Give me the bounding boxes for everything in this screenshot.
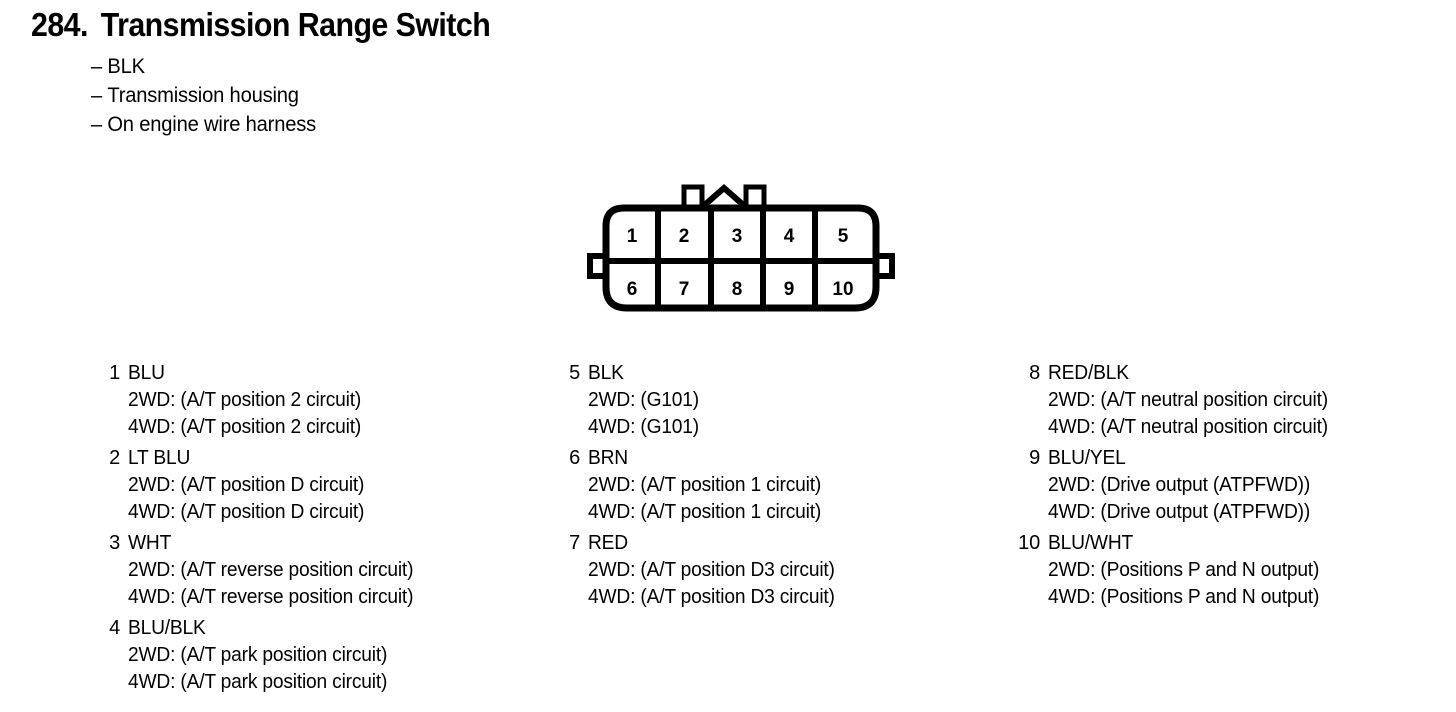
- pin-header: 2 LT BLU: [96, 445, 425, 472]
- connector-pin-5: 5: [838, 226, 849, 247]
- pin-group: 8 RED/BLK 2WD: (A/T neutral position cir…: [1016, 360, 1340, 441]
- component-number: 284.: [31, 6, 88, 43]
- pin-detail-4wd: 4WD: (A/T position D3 circuit): [588, 586, 835, 608]
- pin-wire-color: BLU: [128, 362, 165, 384]
- pin-group: 4 BLU/BLK 2WD: (A/T park position circui…: [96, 615, 425, 696]
- connector-pin-2: 2: [679, 226, 690, 247]
- pin-detail-4wd: 4WD: (A/T park position circuit): [128, 671, 388, 693]
- connector-pin-3: 3: [732, 226, 743, 247]
- pin-wire-color: RED/BLK: [1048, 362, 1129, 384]
- pin-number: 6: [569, 447, 580, 469]
- pin-detail-2wd: 2WD: (A/T position 2 circuit): [128, 389, 362, 411]
- pin-detail-4wd: 4WD: (A/T neutral position circuit): [1048, 416, 1328, 438]
- pin-group: 10 BLU/WHT 2WD: (Positions P and N outpu…: [1016, 530, 1340, 611]
- pin-wire-color: BLU/WHT: [1048, 532, 1134, 554]
- component-title: Transmission Range Switch: [100, 6, 491, 43]
- pin-detail-2wd: 2WD: (A/T position D3 circuit): [588, 559, 835, 581]
- pin-number: 2: [109, 447, 120, 469]
- pin-group: 1 BLU 2WD: (A/T position 2 circuit) 4WD:…: [96, 360, 425, 441]
- pin-number: 4: [109, 617, 120, 639]
- page-header: 284. Transmission Range Switch: [31, 6, 1331, 44]
- dash-icon: –: [91, 55, 103, 78]
- pin-detail-2wd: 2WD: (A/T reverse position circuit): [128, 559, 414, 581]
- pin-wire-color: BLU/BLK: [128, 617, 206, 639]
- pin-header: 4 BLU/BLK: [96, 615, 425, 642]
- pin-wire-color: LT BLU: [128, 447, 191, 469]
- pin-detail-4wd: 4WD: (A/T position 2 circuit): [128, 416, 362, 438]
- page-title: 284. Transmission Range Switch: [31, 6, 1227, 44]
- pin-legend-column-2: 5 BLK 2WD: (G101) 4WD: (G101) 6 BRN 2WD:…: [556, 360, 845, 615]
- attribute-label: BLK: [107, 55, 145, 78]
- pin-header: 6 BRN: [556, 445, 845, 472]
- pin-detail-4wd: 4WD: (A/T position 1 circuit): [588, 501, 822, 523]
- pin-detail-2wd: 2WD: (A/T position D circuit): [128, 474, 365, 496]
- connector-left-tab: [587, 253, 605, 279]
- pin-detail-4wd: 4WD: (Drive output (ATPFWD)): [1048, 501, 1311, 523]
- pin-number: 9: [1029, 447, 1040, 469]
- pin-detail-4wd: 4WD: (A/T reverse position circuit): [128, 586, 414, 608]
- connector-pin-7: 7: [679, 279, 690, 300]
- dash-icon: –: [91, 113, 103, 136]
- pin-group: 3 WHT 2WD: (A/T reverse position circuit…: [96, 530, 425, 611]
- connector-pin-1: 1: [627, 226, 638, 247]
- connector-diagram: 1 2 3 4 5 6 7 8 9 10: [586, 182, 896, 322]
- pin-number: 10: [1018, 532, 1040, 554]
- pin-wire-color: BLU/YEL: [1048, 447, 1126, 469]
- pin-legend-column-3: 8 RED/BLK 2WD: (A/T neutral position cir…: [1016, 360, 1340, 615]
- attribute-label: On engine wire harness: [107, 113, 317, 136]
- pin-number: 8: [1029, 362, 1040, 384]
- connector-right-tab: [877, 253, 895, 279]
- pin-header: 9 BLU/YEL: [1016, 445, 1340, 472]
- pin-number: 7: [569, 532, 580, 554]
- pin-header: 3 WHT: [96, 530, 425, 557]
- pin-number: 1: [109, 362, 120, 384]
- pin-detail-2wd: 2WD: (A/T position 1 circuit): [588, 474, 822, 496]
- component-attribute-list: – BLK – Transmission housing – On engine…: [91, 52, 791, 139]
- pin-group: 5 BLK 2WD: (G101) 4WD: (G101): [556, 360, 845, 441]
- pin-header: 1 BLU: [96, 360, 425, 387]
- connector-pin-10: 10: [832, 279, 853, 300]
- pin-wire-color: RED: [588, 532, 628, 554]
- attribute-row: – BLK: [91, 52, 763, 81]
- connector-pin-9: 9: [784, 279, 795, 300]
- pin-header: 8 RED/BLK: [1016, 360, 1340, 387]
- pin-group: 7 RED 2WD: (A/T position D3 circuit) 4WD…: [556, 530, 845, 611]
- pin-detail-4wd: 4WD: (G101): [588, 416, 699, 438]
- connector-pin-6: 6: [627, 279, 638, 300]
- pin-legend: 1 BLU 2WD: (A/T position 2 circuit) 4WD:…: [0, 360, 1456, 700]
- attribute-row: – On engine wire harness: [91, 110, 763, 139]
- pin-header: 5 BLK: [556, 360, 845, 387]
- pin-group: 2 LT BLU 2WD: (A/T position D circuit) 4…: [96, 445, 425, 526]
- pin-number: 3: [109, 532, 120, 554]
- pin-wire-color: BRN: [588, 447, 628, 469]
- pin-group: 6 BRN 2WD: (A/T position 1 circuit) 4WD:…: [556, 445, 845, 526]
- pin-legend-column-1: 1 BLU 2WD: (A/T position 2 circuit) 4WD:…: [96, 360, 425, 700]
- pin-wire-color: BLK: [588, 362, 624, 384]
- connector-svg: 1 2 3 4 5 6 7 8 9 10: [587, 184, 895, 312]
- dash-icon: –: [91, 84, 103, 107]
- pin-detail-2wd: 2WD: (Positions P and N output): [1048, 559, 1320, 581]
- pin-detail-4wd: 4WD: (Positions P and N output): [1048, 586, 1320, 608]
- connector-pin-8: 8: [732, 279, 743, 300]
- pin-group: 9 BLU/YEL 2WD: (Drive output (ATPFWD)) 4…: [1016, 445, 1340, 526]
- pin-detail-4wd: 4WD: (A/T position D circuit): [128, 501, 365, 523]
- pin-header: 10 BLU/WHT: [1016, 530, 1340, 557]
- attribute-row: – Transmission housing: [91, 81, 763, 110]
- pin-number: 5: [569, 362, 580, 384]
- pin-wire-color: WHT: [128, 532, 172, 554]
- pin-header: 7 RED: [556, 530, 845, 557]
- pin-detail-2wd: 2WD: (Drive output (ATPFWD)): [1048, 474, 1311, 496]
- attribute-label: Transmission housing: [107, 84, 299, 107]
- connector-pin-4: 4: [784, 226, 795, 247]
- pin-detail-2wd: 2WD: (G101): [588, 389, 699, 411]
- pin-detail-2wd: 2WD: (A/T park position circuit): [128, 644, 388, 666]
- pin-detail-2wd: 2WD: (A/T neutral position circuit): [1048, 389, 1328, 411]
